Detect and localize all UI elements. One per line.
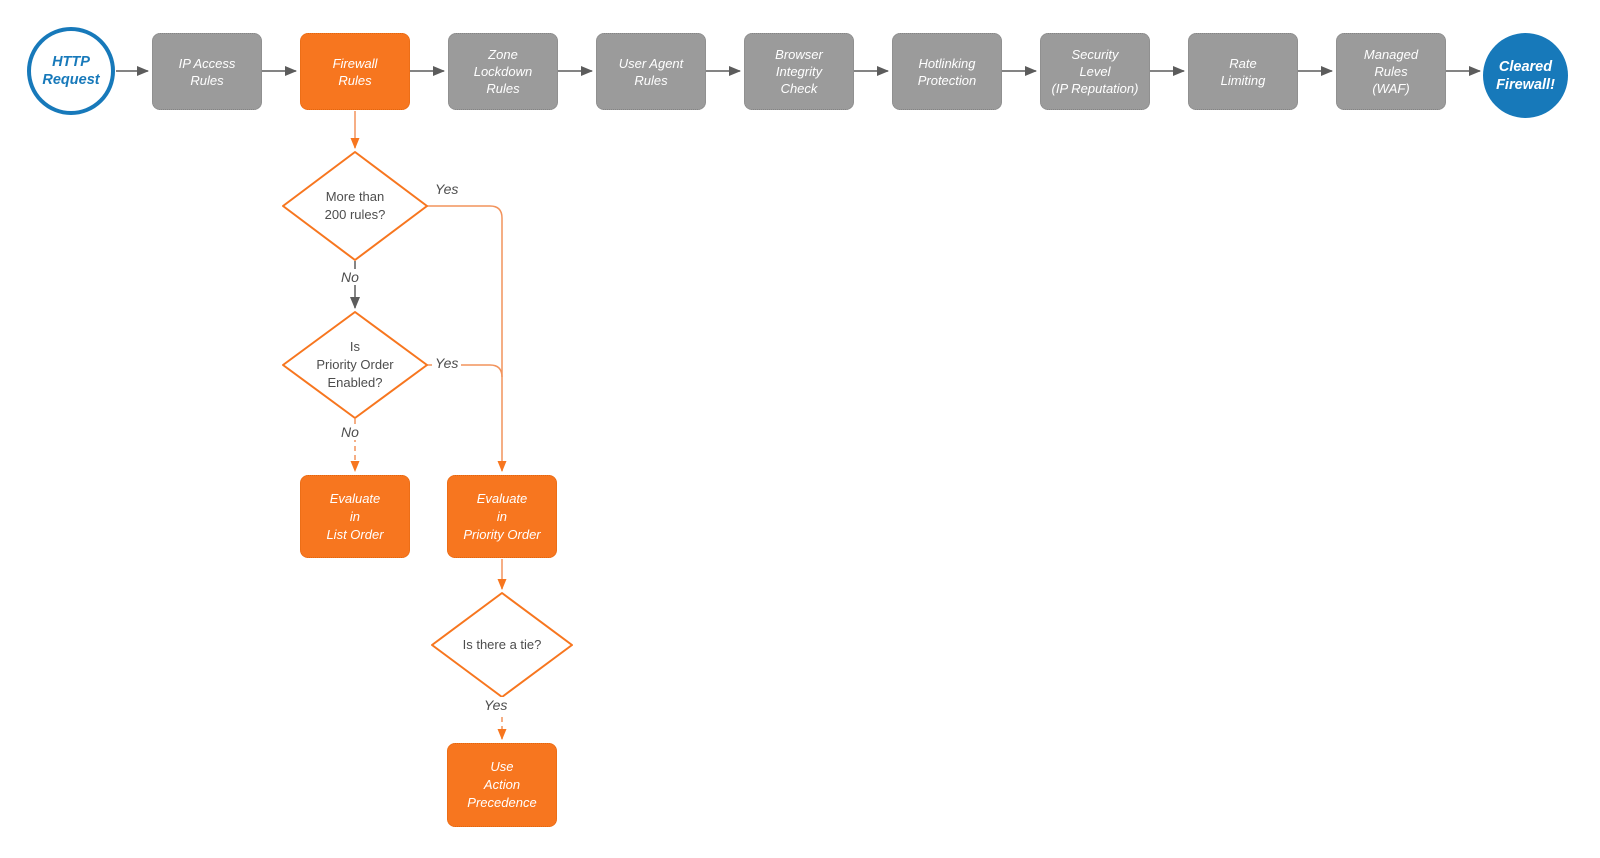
node-label: IP Access Rules <box>178 55 236 88</box>
decision-label-more-than-200-rules: More than 200 rules? <box>285 166 425 246</box>
node-label: Firewall Rules <box>332 55 378 88</box>
node-cleared-firewall: Cleared Firewall! <box>1483 33 1568 118</box>
edge-label-decision3-yes: Yes <box>481 697 511 713</box>
decision-label-text: More than 200 rules? <box>324 189 386 222</box>
node-ip-access-rules: IP Access Rules <box>152 33 262 110</box>
node-label: Use Action Precedence <box>467 759 537 810</box>
node-user-agent-rules: User Agent Rules <box>596 33 706 110</box>
node-label: Hotlinking Protection <box>917 55 977 88</box>
node-rate-limiting: Rate Limiting <box>1188 33 1298 110</box>
node-label: Cleared Firewall! <box>1496 58 1555 93</box>
node-label: Security Level (IP Reputation) <box>1051 47 1139 96</box>
node-security-level: Security Level (IP Reputation) <box>1040 33 1150 110</box>
node-label: Evaluate in Priority Order <box>463 490 541 542</box>
decision-label-priority-order-enabled: Is Priority Order Enabled? <box>285 325 425 405</box>
node-label: User Agent Rules <box>618 55 684 88</box>
node-hotlinking-protection: Hotlinking Protection <box>892 33 1002 110</box>
connector-decision1-yes <box>427 205 507 472</box>
edge-label-decision1-yes: Yes <box>432 181 462 197</box>
node-label: HTTP Request <box>42 54 100 88</box>
decision-label-is-there-a-tie: Is there a tie? <box>432 605 572 685</box>
node-evaluate-in-list-order: Evaluate in List Order <box>300 475 410 558</box>
node-evaluate-in-priority-order: Evaluate in Priority Order <box>447 475 557 558</box>
node-label: Evaluate in List Order <box>326 490 384 542</box>
decision-label-text: Is there a tie? <box>462 637 542 652</box>
node-use-action-precedence: Use Action Precedence <box>447 743 557 827</box>
edge-label-decision2-yes: Yes <box>432 355 462 371</box>
edge-label-decision2-no: No <box>338 424 362 440</box>
node-firewall-rules: Firewall Rules <box>300 33 410 110</box>
node-label: Zone Lockdown Rules <box>473 47 533 96</box>
node-http-request: HTTP Request <box>27 27 115 115</box>
node-label: Browser Integrity Check <box>775 47 823 96</box>
edge-label-decision1-no: No <box>338 269 362 285</box>
node-managed-rules-waf: Managed Rules (WAF) <box>1336 33 1446 110</box>
node-zone-lockdown-rules: Zone Lockdown Rules <box>448 33 558 110</box>
node-label: Rate Limiting <box>1220 55 1266 88</box>
node-label: Managed Rules (WAF) <box>1363 47 1419 96</box>
decision-label-text: Is Priority Order Enabled? <box>316 339 394 390</box>
node-browser-integrity-check: Browser Integrity Check <box>744 33 854 110</box>
